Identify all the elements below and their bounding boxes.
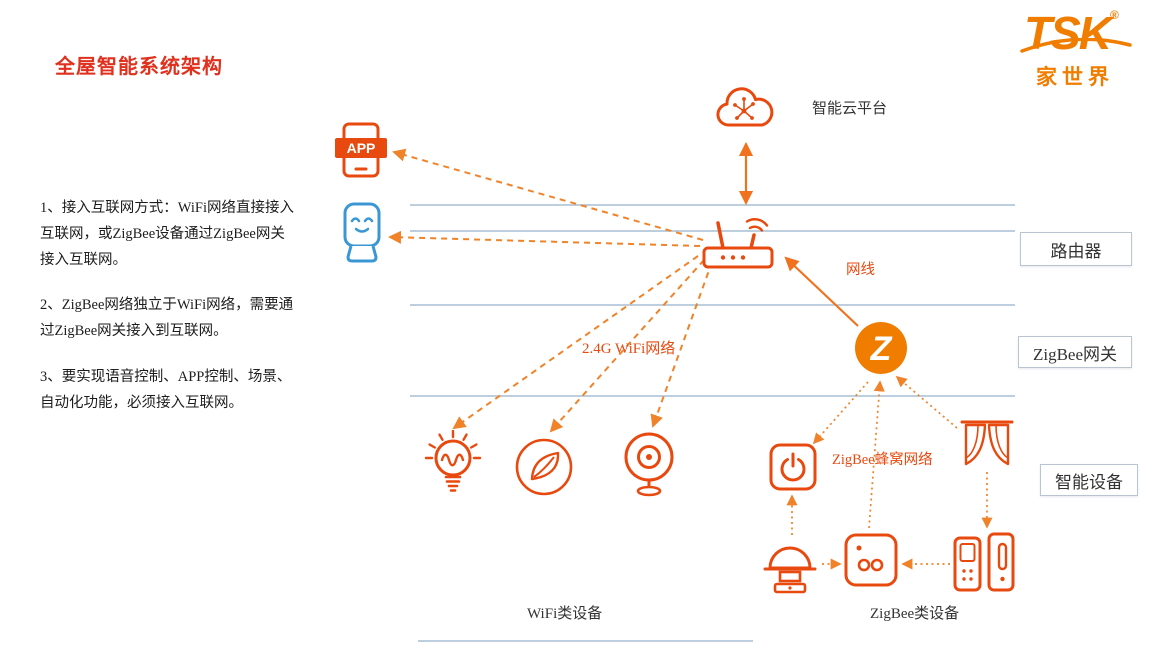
- cloud-platform-icon: [713, 83, 777, 135]
- siren-icon: [760, 538, 820, 596]
- wifi-links: [388, 148, 713, 433]
- logo-registered-mark: ®: [1110, 8, 1119, 22]
- router-label-box: 路由器: [1020, 232, 1132, 266]
- curtain-icon: [960, 416, 1014, 472]
- note-2: 2、ZigBee网络独立于WiFi网络，需要通过ZigBee网关接入到互联网。: [40, 297, 294, 340]
- logo-text: TSK: [1024, 7, 1112, 59]
- logo-swoosh: [1020, 38, 1132, 53]
- wifi-devices-label: WiFi类设备: [527, 606, 603, 622]
- zigbee-devices-label: ZigBee类设备: [870, 606, 960, 622]
- power-switch-icon: [768, 442, 818, 492]
- brand-logo: TSK® 家世界: [1020, 7, 1144, 91]
- camera-icon: [620, 430, 678, 498]
- socket-icon: [843, 532, 899, 588]
- app-phone-icon: APP: [333, 122, 389, 182]
- smart-devices-label-box: 智能设备: [1040, 464, 1138, 496]
- note-3: 3、要实现语音控制、APP控制、场景、自动化功能，必须接入互联网。: [40, 368, 292, 411]
- router-icon: [701, 218, 775, 272]
- cable-label: 网线: [846, 262, 875, 278]
- cloud-platform-label: 智能云平台: [812, 101, 888, 117]
- svg-text:Z: Z: [870, 330, 893, 368]
- leaf-sensor-icon: [513, 436, 575, 498]
- smart-bulb-icon: [423, 429, 483, 494]
- zigbee-gateway-icon: Z: [853, 320, 909, 376]
- zigbee-network-label: ZigBee蜂窝网络: [832, 452, 933, 468]
- door-lock-icon: [953, 530, 1017, 594]
- notes-panel: 1、接入互联网方式：WiFi网络直接接入互联网，或ZigBee设备通过ZigBe…: [40, 196, 296, 437]
- logo-row: TSK®: [1020, 7, 1144, 59]
- logo-subtext: 家世界: [1036, 65, 1114, 89]
- smart-speaker-icon: [340, 202, 384, 264]
- zigbee-gateway-label-box: ZigBee网关: [1018, 336, 1132, 368]
- page-title: 全屋智能系统架构: [55, 56, 223, 78]
- svg-text:APP: APP: [347, 140, 376, 156]
- note-1: 1、接入互联网方式：WiFi网络直接接入互联网，或ZigBee设备通过ZigBe…: [40, 200, 294, 268]
- wifi-network-label: 2.4G WiFi网络: [582, 341, 676, 357]
